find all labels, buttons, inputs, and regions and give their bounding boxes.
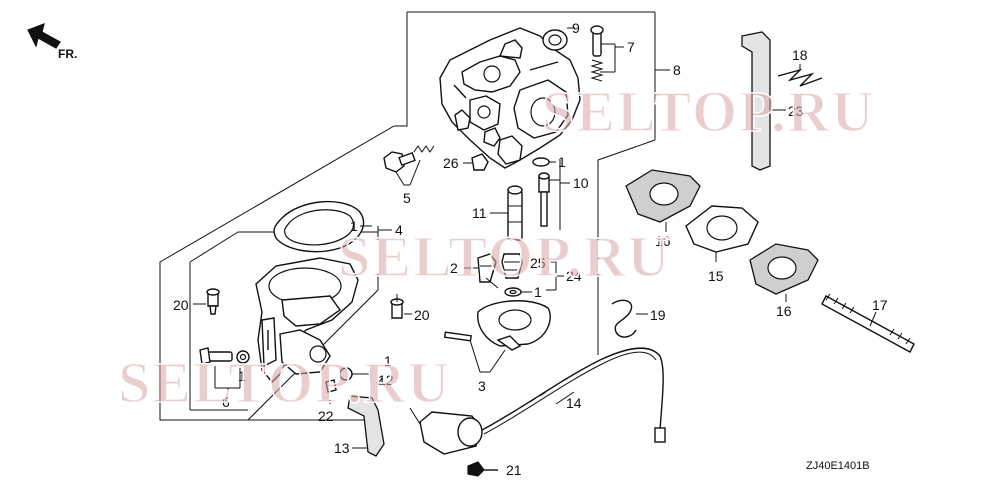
float-chamber-gasket <box>273 200 379 253</box>
seal-ring <box>542 27 575 51</box>
pilot-screw-set <box>590 25 624 82</box>
callout-24: 24 <box>566 268 582 284</box>
insulator-block <box>685 205 759 262</box>
callout-16-a: 16 <box>655 233 671 249</box>
clip-part <box>463 153 489 171</box>
callout-23: 23 <box>788 103 804 119</box>
callout-7: 7 <box>627 39 635 55</box>
front-label: FR. <box>58 47 77 61</box>
watermark-top: SELTOP.RU <box>542 79 875 144</box>
drain-screw-right <box>390 294 412 319</box>
drain-screw-left <box>193 288 220 315</box>
small-fittings <box>325 367 371 404</box>
throttle-stop-screw-set <box>383 145 435 186</box>
drain-hose <box>347 395 385 457</box>
watermark-middle: SELTOP.RU <box>338 224 671 289</box>
stud-bolt <box>821 293 915 353</box>
drain-bolt-set <box>199 347 250 392</box>
callout-14: 14 <box>566 395 582 411</box>
callout-26: 26 <box>443 155 459 171</box>
callout-2: 2 <box>450 260 458 276</box>
callout-1-d: 1 <box>238 368 246 384</box>
breather-hose <box>741 31 786 171</box>
watermark-bottom: SELTOP.RU <box>118 350 451 415</box>
main-jet-set <box>490 157 570 297</box>
watermarks: SELTOP.RU SELTOP.RU SELTOP.RU <box>117 78 875 416</box>
callout-16-b: 16 <box>776 303 792 319</box>
callout-13: 13 <box>334 440 350 456</box>
carburetor-lower-body <box>255 257 359 384</box>
callout-labels: 9 7 8 18 23 26 1 10 5 11 1 4 16 25 2 24 … <box>173 20 888 478</box>
float-valve <box>464 253 497 283</box>
tube-clip <box>777 64 823 87</box>
callout-6: 6 <box>222 394 230 410</box>
callout-1-a: 1 <box>558 154 566 170</box>
callout-4: 4 <box>395 222 403 238</box>
callout-9: 9 <box>572 20 580 36</box>
fuel-cut-solenoid <box>409 347 666 455</box>
callout-3: 3 <box>478 378 486 394</box>
callout-8: 8 <box>673 62 681 78</box>
wire-clip <box>611 299 648 338</box>
callout-10: 10 <box>573 175 589 191</box>
float-assembly <box>443 300 551 373</box>
insulator-gasket-upper <box>625 169 701 232</box>
callout-1-e: 1 <box>384 353 392 369</box>
callout-19: 19 <box>650 307 666 323</box>
callout-20-b: 20 <box>414 307 430 323</box>
callout-17: 17 <box>872 297 888 313</box>
callout-22: 22 <box>318 408 334 424</box>
front-arrow-icon: FR. <box>27 23 77 61</box>
callout-15: 15 <box>708 268 724 284</box>
callout-25: 25 <box>530 255 546 271</box>
callout-1-c: 1 <box>534 284 542 300</box>
solenoid-bolt <box>467 461 498 477</box>
group-frame <box>159 11 670 421</box>
leader-lines <box>352 277 575 449</box>
diagram-code: ZJ40E1401B <box>806 460 870 472</box>
callout-5: 5 <box>403 190 411 206</box>
insulator-gasket-lower <box>749 243 819 302</box>
callout-20-a: 20 <box>173 297 189 313</box>
callout-1-b: 1 <box>350 218 358 234</box>
callout-18: 18 <box>792 47 808 63</box>
callout-12: 12 <box>378 372 394 388</box>
callout-11: 11 <box>472 205 487 221</box>
carburetor-upper-body <box>439 27 581 169</box>
callout-21: 21 <box>506 462 522 478</box>
